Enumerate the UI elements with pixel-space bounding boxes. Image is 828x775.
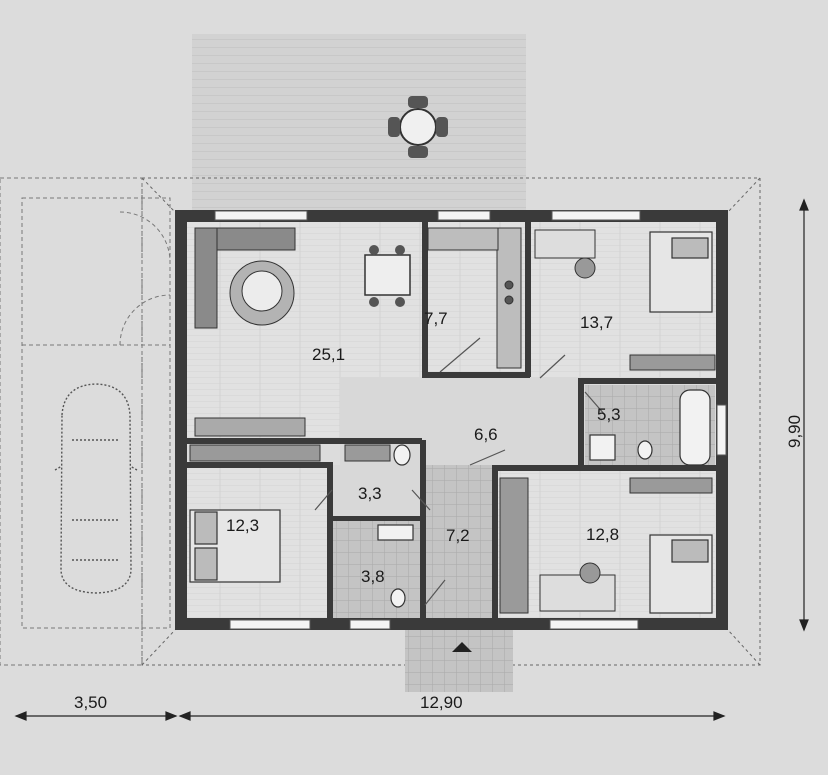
roof-outline (141, 177, 761, 666)
dimension-label-carport-width: 3,50 (74, 693, 107, 712)
wardrobe-icon (189, 354, 716, 614)
bed-icon (189, 231, 713, 614)
bathtub-icon (679, 389, 711, 466)
room-label-closet: 3,3 (358, 484, 382, 503)
room-label-bedroom-w: 12,3 (226, 516, 259, 535)
dining-table-icon (364, 245, 411, 307)
room-label-entry: 7,2 (446, 526, 470, 545)
room-label-kitchen: 7,7 (424, 309, 448, 328)
toilet-icon (390, 440, 653, 608)
terrace (192, 34, 526, 210)
patio-table-icon (388, 96, 448, 158)
car-icon (54, 383, 138, 594)
sink-icon (377, 434, 616, 541)
doors (314, 337, 606, 606)
dimension-label-house-width: 12,90 (420, 693, 463, 712)
kitchen-counter-icon (427, 227, 522, 369)
room-label-bathroom: 5,3 (597, 405, 621, 424)
dimension-label-house-depth: 9,90 (785, 415, 804, 448)
entry-step (405, 628, 513, 692)
room-label-hall: 6,6 (474, 425, 498, 444)
dimension-lines (14, 198, 809, 721)
armchair-icon (229, 260, 295, 326)
desk-icon (534, 229, 616, 612)
sofa-icon (194, 227, 296, 329)
entry-arrow-icon (452, 642, 472, 652)
carport (0, 177, 171, 666)
interior-walls (187, 222, 718, 622)
room-label-living: 25,1 (312, 345, 345, 364)
windows (214, 210, 727, 630)
room-label-wc: 3,8 (361, 567, 385, 586)
tv-unit-icon (194, 417, 306, 437)
entry-floor (425, 465, 495, 625)
room-label-bedroom-ne: 13,7 (580, 313, 613, 332)
closet-floor (330, 465, 420, 517)
room-label-bedroom-se: 12,8 (586, 525, 619, 544)
